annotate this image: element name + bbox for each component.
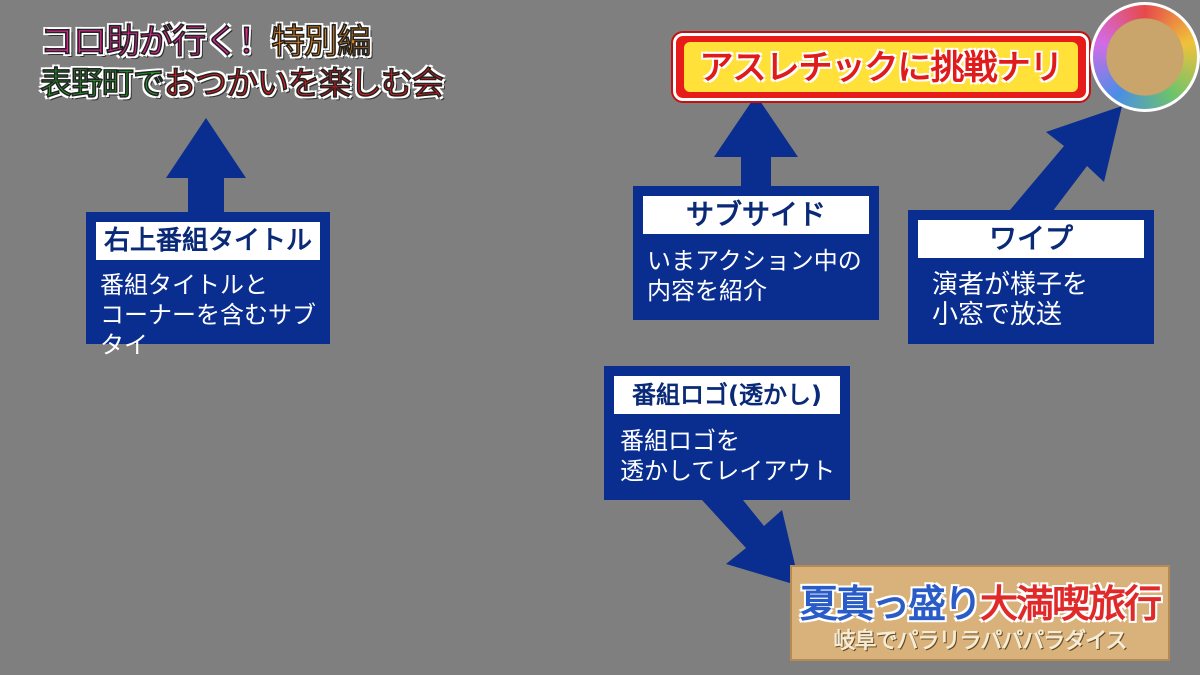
program-title-special: 特別編 (271, 22, 372, 63)
program-logo-part2: 大満喫旅行 (980, 582, 1162, 626)
box-subside-heading: サブサイド (643, 196, 869, 234)
program-subtitle-place: 表野町で (40, 64, 166, 103)
subside-banner: アスレチックに挑戦ナリ (673, 33, 1089, 101)
program-logo-line1: 夏真っ盛り大満喫旅行 (792, 573, 1168, 628)
program-logo-line2: 岐阜でパラリラパパパラダイス (833, 629, 1127, 654)
box-wipe: ワイプ 演者が様子を 小窓で放送 (908, 210, 1154, 344)
box-logo-body: 番組ロゴを 透かしてレイアウト (620, 426, 835, 486)
box-top-title-heading: 右上番組タイトル (96, 222, 320, 260)
box-subside: サブサイド いまアクション中の 内容を紹介 (633, 186, 879, 320)
arrow-to-subside (714, 95, 798, 186)
box-logo-line1: 番組ロゴを (620, 427, 740, 455)
arrow-to-wipe (1010, 106, 1122, 228)
wipe-image (1090, 2, 1200, 112)
box-top-title: 右上番組タイトル 番組タイトルと コーナーを含むサブタイ (86, 212, 330, 359)
box-wipe-heading: ワイプ (918, 220, 1144, 258)
arrow-to-title (166, 118, 246, 212)
box-subside-line2: 内容を紹介 (647, 277, 767, 305)
box-wipe-line2: 小窓で放送 (932, 300, 1063, 330)
program-title-main: コロ助が行く！ (40, 22, 273, 63)
program-subtitle-corner: おつかいを楽しむ会 (164, 64, 445, 103)
program-logo: 夏真っ盛り大満喫旅行 岐阜でパラリラパパパラダイス (790, 565, 1170, 661)
box-top-title-line1: 番組タイトルと (100, 271, 268, 299)
box-subside-line1: いまアクション中の (647, 247, 862, 275)
box-wipe-body: 演者が様子を 小窓で放送 (932, 270, 1088, 330)
box-top-title-body: 番組タイトルと コーナーを含むサブタイ (100, 270, 328, 360)
subside-banner-inner (684, 42, 1078, 92)
box-subside-body: いまアクション中の 内容を紹介 (647, 246, 862, 306)
box-logo-heading: 番組ロゴ(透かし) (614, 376, 840, 414)
program-title: コロ助が行く！特別編 表野町でおつかいを楽しむ会 (40, 14, 445, 103)
box-top-title-line2: コーナーを含むサブタイ (100, 301, 316, 359)
program-title-line2: 表野町でおつかいを楽しむ会 (40, 58, 445, 103)
box-logo-line2: 透かしてレイアウト (620, 457, 836, 485)
box-logo: 番組ロゴ(透かし) 番組ロゴを 透かしてレイアウト (604, 366, 850, 500)
arrow-to-logo (702, 484, 800, 586)
program-logo-part1: 夏真っ盛り (799, 582, 982, 626)
box-wipe-line1: 演者が様子を (932, 270, 1089, 300)
subside-banner-text: アスレチックに挑戦ナリ (699, 48, 1064, 88)
program-title-line1: コロ助が行く！特別編 (40, 14, 440, 63)
